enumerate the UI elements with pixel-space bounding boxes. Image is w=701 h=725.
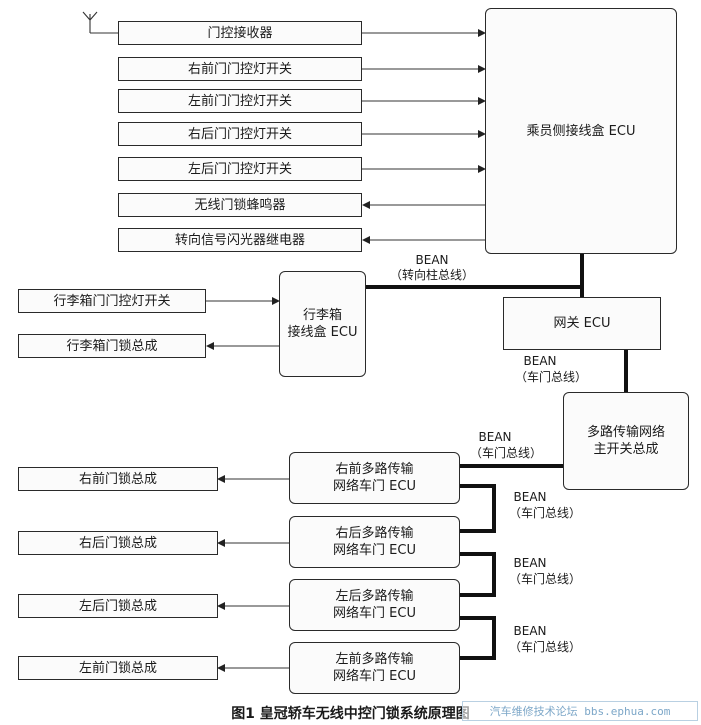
box-label: 网络车门 ECU [333,669,416,684]
wireless-lock-buzzer: 无线门锁蜂鸣器 [118,193,362,217]
door-control-receiver: 门控接收器 [118,21,362,45]
rr-lock-assembly: 右后门锁总成 [18,531,218,555]
fl-courtesy-switch: 左前门门控灯开关 [118,89,362,113]
bean-label: BEAN [523,354,557,368]
rr-courtesy-switch: 右后门门控灯开关 [118,122,362,146]
trunk-courtesy-switch: 行李箱门门控灯开关 [18,289,206,313]
box-label: 乘员侧接线盒 ECU [526,123,636,139]
box-label: 右后门锁总成 [78,535,157,551]
trunk-junction-box-ecu: 行李箱 接线盒 ECU [279,271,366,377]
box-label: 左后多路传输 [335,589,414,604]
box-label: 行李箱 [302,308,342,323]
box-label: 网络车门 ECU [333,606,416,621]
gateway-ecu: 网关 ECU [503,297,661,350]
fr-courtesy-switch: 右前门门控灯开关 [118,57,362,81]
box-label: 网络车门 ECU [333,479,416,494]
box-label: 接线盒 ECU [287,325,358,340]
fr-lock-assembly: 右前门锁总成 [18,467,218,491]
bean-door-bus [460,616,496,660]
box-label: 左后门门控灯开关 [187,161,292,177]
passenger-junction-box-ecu: 乘员侧接线盒 ECU [485,8,677,254]
bean-door-bus [460,552,496,597]
door-bus-label: （车门总线） [508,506,581,520]
steering-bus-label: （转向柱总线） [389,268,474,282]
box-label: 门控接收器 [207,25,273,41]
box-label: 右前门锁总成 [78,471,157,487]
rl-lock-assembly: 左后门锁总成 [18,594,218,618]
bean-label: BEAN [513,624,547,638]
rl-courtesy-switch: 左后门门控灯开关 [118,157,362,181]
fr-door-ecu: 右前多路传输 网络车门 ECU [289,452,460,504]
bean-door-bus [460,484,496,533]
box-label: 左后门锁总成 [78,598,157,614]
box-label: 左前门门控灯开关 [187,93,292,109]
box-label: 转向信号闪光器继电器 [174,232,305,248]
box-label: 左前多路传输 [335,652,414,667]
door-bus-label: （车门总线） [508,572,581,586]
box-label: 左前门锁总成 [78,660,157,676]
door-bus-label: （车门总线） [514,370,587,384]
box-label: 行李箱门锁总成 [66,338,158,354]
box-label: 右后多路传输 [335,526,414,541]
turn-signal-flasher-relay: 转向信号闪光器继电器 [118,228,362,252]
bean-label: BEAN [513,556,547,570]
bean-label: BEAN [513,490,547,504]
bean-label: BEAN [415,253,449,267]
door-bus-label: （车门总线） [469,446,542,460]
trunk-lock-assembly: 行李箱门锁总成 [18,334,206,358]
box-label: 主开关总成 [593,442,659,457]
box-label: 行李箱门门控灯开关 [53,293,171,309]
box-label: 网络车门 ECU [333,543,416,558]
box-label: 网关 ECU [553,316,611,331]
door-bus-label: （车门总线） [508,640,581,654]
rl-door-ecu: 左后多路传输 网络车门 ECU [289,579,460,631]
box-label: 多路传输网络 [586,425,665,440]
fl-lock-assembly: 左前门锁总成 [18,656,218,680]
box-label: 无线门锁蜂鸣器 [194,197,286,213]
watermark: 汽车维修技术论坛 bbs.ephua.com [462,701,698,721]
figure-caption: 图1 皇冠轿车无线中控门锁系统原理图 [231,706,470,722]
mpx-master-switch-assembly: 多路传输网络 主开关总成 [563,392,689,490]
bean-label: BEAN [478,430,512,444]
box-label: 右前多路传输 [335,462,414,477]
box-label: 右后门门控灯开关 [187,126,292,142]
antenna-icon [82,11,118,34]
box-label: 右前门门控灯开关 [187,61,292,77]
rr-door-ecu: 右后多路传输 网络车门 ECU [289,516,460,568]
fl-door-ecu: 左前多路传输 网络车门 ECU [289,642,460,694]
